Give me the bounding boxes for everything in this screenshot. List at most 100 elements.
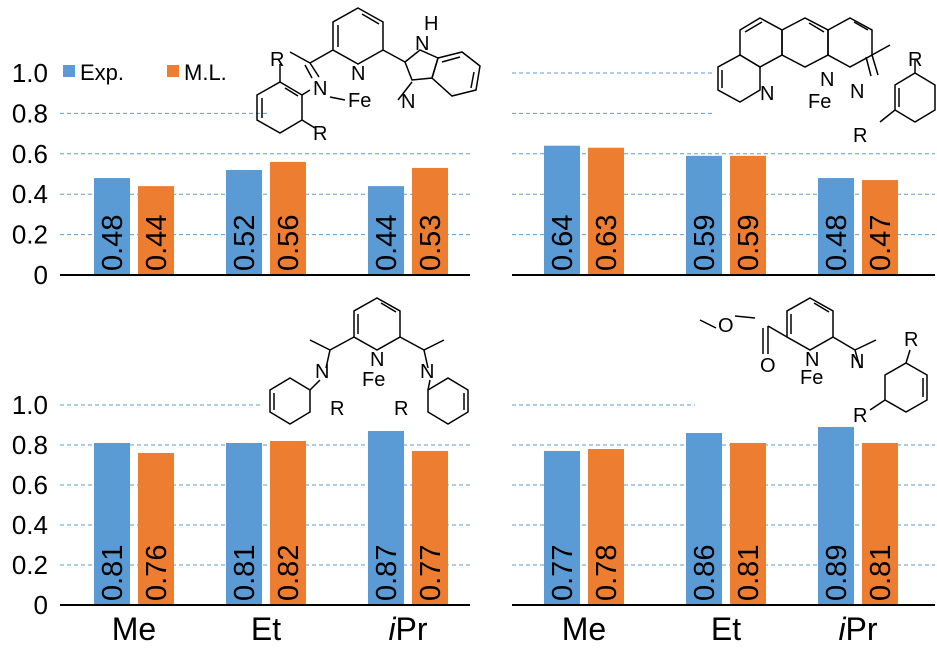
bar-ml-ipr [412, 451, 448, 605]
data-label: 0.86 [689, 545, 721, 601]
svg-text:O: O [760, 355, 776, 377]
data-label: 0.48 [97, 215, 129, 271]
svg-text:Fe: Fe [348, 90, 371, 112]
data-label: 0.77 [415, 545, 447, 601]
data-label: 0.81 [229, 545, 261, 601]
bar-ml-me [588, 147, 624, 275]
data-label: 0.78 [591, 545, 623, 601]
y-tick-label: 1.0 [12, 390, 48, 420]
y-tick-label: 0.4 [12, 510, 48, 540]
molecule-structure-2 [717, 17, 936, 123]
data-label: 0.44 [371, 215, 403, 271]
bar-ml-me [138, 186, 174, 275]
bar-exp-et [686, 433, 722, 605]
data-label: 0.59 [689, 215, 721, 271]
svg-text:N: N [401, 91, 415, 113]
svg-text:H: H [424, 13, 438, 35]
bar-ml-et [270, 161, 306, 275]
legend-label-exp: Exp. [80, 60, 124, 85]
svg-text:N: N [351, 63, 365, 85]
svg-text:N: N [420, 361, 434, 383]
bar-exp-et [686, 155, 722, 275]
y-tick-label: 0 [34, 260, 48, 290]
data-label: 0.81 [97, 545, 129, 601]
bar-exp-me [94, 178, 130, 275]
category-label-ipr-left: iPr [388, 611, 427, 647]
svg-text:R: R [853, 125, 867, 147]
svg-text:N: N [313, 78, 327, 100]
data-label: 0.81 [733, 545, 765, 601]
data-label: 0.89 [821, 545, 853, 601]
svg-text:N: N [820, 69, 834, 91]
panel-bottom-right: 0.77 0.86 0.89 0.78 0.81 0.81 [512, 404, 935, 606]
bar-exp-ipr [818, 178, 854, 275]
molecule-structure-4 [699, 297, 928, 413]
molecule-labels-2: N N Fe N R R [760, 49, 922, 147]
svg-text:R: R [330, 398, 344, 420]
legend-label-ml: M.L. [184, 60, 227, 85]
y-tick-label: 0.8 [12, 430, 48, 460]
svg-text:R: R [270, 49, 284, 71]
data-label: 0.77 [547, 545, 579, 601]
data-label: 0.87 [371, 545, 403, 601]
bar-exp-me [544, 451, 580, 605]
bar-ml-ipr [862, 443, 898, 605]
svg-text:R: R [904, 329, 918, 351]
data-label: 0.63 [591, 215, 623, 271]
bar-ml-et [730, 155, 766, 275]
data-label: 0.56 [273, 215, 305, 271]
category-label-ipr-right: iPr [838, 611, 877, 647]
data-label: 0.44 [141, 215, 173, 271]
data-label: 0.48 [821, 215, 853, 271]
bar-exp-et [226, 443, 262, 605]
category-label-et-right: Et [711, 611, 741, 647]
data-label: 0.59 [733, 215, 765, 271]
data-label: 0.82 [273, 545, 305, 601]
y-tick-label: 0.2 [12, 550, 48, 580]
svg-text:Fe: Fe [362, 369, 385, 391]
molecule-labels-3: N N Fe N R R [315, 349, 434, 420]
category-label-me-left: Me [112, 611, 156, 647]
svg-text:N: N [370, 349, 384, 371]
y-tick-label: 0.8 [12, 98, 48, 128]
bar-ml-ipr [412, 167, 448, 275]
svg-text:Fe: Fe [808, 91, 831, 113]
bar-exp-et [226, 169, 262, 275]
bar-ml-me [138, 453, 174, 605]
data-label: 0.81 [865, 545, 897, 601]
bar-exp-ipr [818, 427, 854, 605]
svg-text:R: R [853, 405, 867, 427]
svg-text:N: N [805, 349, 819, 371]
legend: Exp. M.L. [63, 60, 227, 85]
y-tick-label: 0.6 [12, 470, 48, 500]
category-label-et-left: Et [251, 611, 281, 647]
svg-text:N: N [850, 351, 864, 373]
bar-ml-ipr [862, 180, 898, 275]
data-label: 0.52 [229, 215, 261, 271]
bar-exp-me [94, 443, 130, 605]
molecule-labels-4: O N O Fe N R R [718, 315, 918, 427]
legend-swatch-ml [167, 65, 179, 77]
data-label: 0.76 [141, 545, 173, 601]
svg-text:Fe: Fe [800, 367, 823, 389]
bar-ml-et [270, 441, 306, 605]
data-label: 0.64 [547, 215, 579, 271]
category-labels: Me Et iPr Me Et iPr [112, 611, 878, 647]
svg-text:O: O [718, 315, 734, 337]
svg-text:N: N [315, 361, 329, 383]
svg-text:R: R [908, 49, 922, 71]
y-tick-label: 0.6 [12, 139, 48, 169]
svg-text:N: N [760, 83, 774, 105]
bar-ml-me [588, 449, 624, 605]
molecule-structure-1 [256, 7, 481, 134]
y-tick-label: 1.0 [12, 58, 48, 88]
y-tick-label: 0.4 [12, 179, 48, 209]
category-label-me-right: Me [562, 611, 606, 647]
data-label: 0.53 [415, 215, 447, 271]
svg-text:N: N [850, 81, 864, 103]
bar-ml-et [730, 443, 766, 605]
